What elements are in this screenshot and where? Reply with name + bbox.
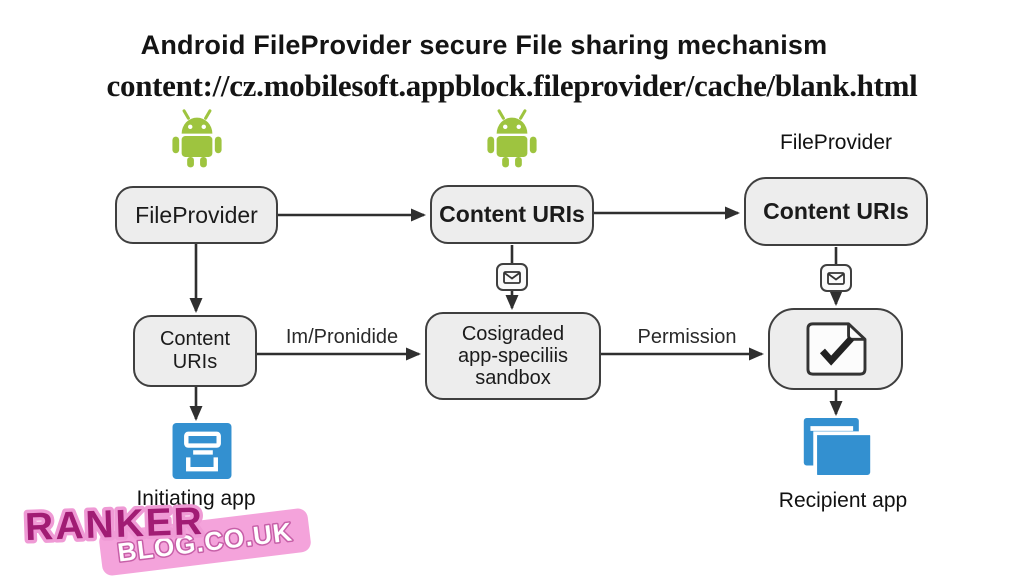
- initiating-app-icon: [172, 423, 232, 479]
- recipient-app-label: Recipient app: [778, 489, 908, 512]
- node-content-uris-recipient: Content URIs: [744, 177, 928, 246]
- node-sandbox: Cosigraded app-speciliis sandbox: [425, 312, 601, 400]
- ranker-blog-watermark: BLOG.CO.UK RANKER: [14, 496, 324, 576]
- edge-label-permission: Permission: [637, 326, 737, 348]
- android-robot-icon: [166, 109, 228, 168]
- node-fileprovider: FileProvider: [115, 186, 278, 244]
- node-content-uris-source: Content URIs: [430, 185, 594, 244]
- mail-icon: [820, 264, 852, 292]
- recipient-app-icon: [800, 416, 874, 477]
- initiating-app-label: Initiating app: [136, 487, 256, 510]
- document-check-icon: [797, 320, 874, 378]
- node-content-uris-initiator: Content URIs: [133, 315, 257, 387]
- fileprovider-caption: FileProvider: [779, 131, 893, 154]
- node-label: Content URIs: [439, 201, 585, 227]
- page-title: Android FileProvider secure File sharing…: [140, 30, 828, 60]
- node-label: FileProvider: [135, 201, 258, 228]
- sandbox-line-2: app-speciliis: [457, 345, 569, 367]
- sandbox-line-1: Cosigraded: [461, 323, 565, 345]
- android-robot-icon: [481, 109, 543, 168]
- node-label: Content URIs: [159, 328, 231, 373]
- sandbox-line-3: sandbox: [475, 367, 551, 389]
- watermark-brand: RANKER: [19, 493, 211, 554]
- node-label: Content URIs: [763, 198, 909, 224]
- watermark-brand-text: RANKER: [24, 500, 204, 549]
- mail-icon: [496, 263, 528, 291]
- node-grant-access: [768, 308, 903, 390]
- edge-label-im-pronidide: Im/Pronidide: [285, 326, 399, 348]
- content-uri-text: content://cz.mobilesoft.appblock.filepro…: [106, 68, 918, 103]
